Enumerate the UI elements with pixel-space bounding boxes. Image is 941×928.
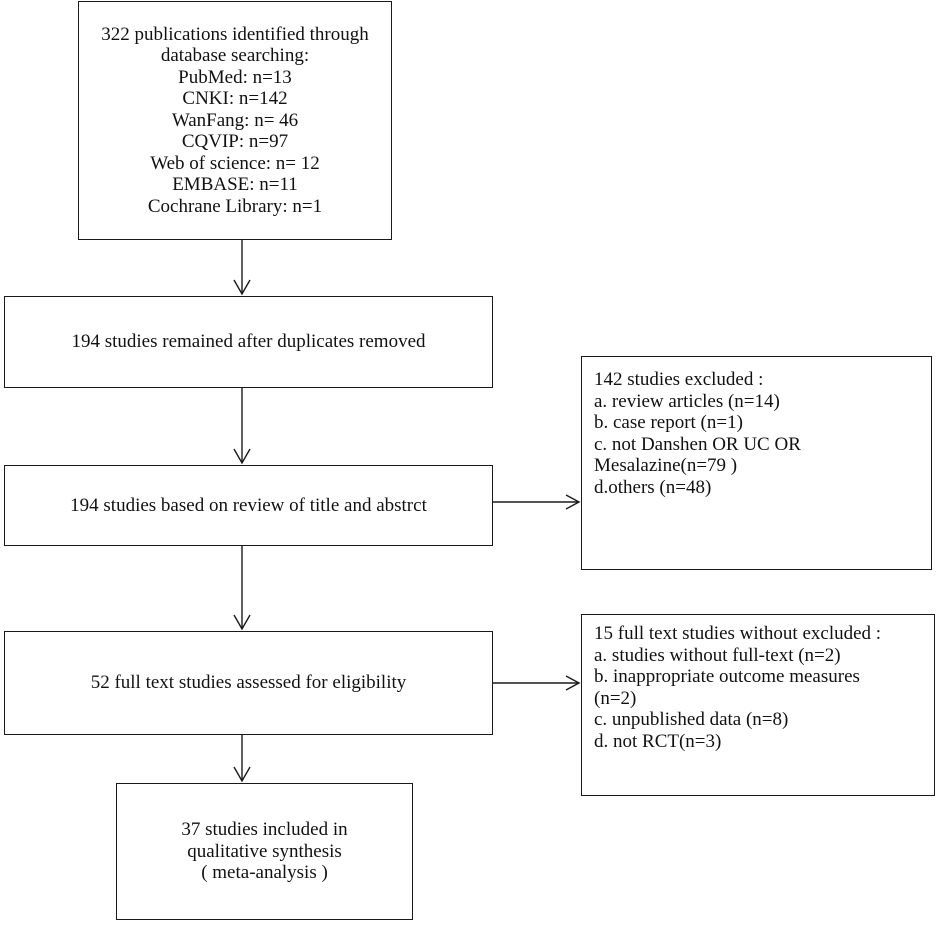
excluded-screening-line: c. not Danshen OR UC OR (594, 433, 801, 455)
eligibility-line: 52 full text studies assessed for eligib… (90, 672, 407, 694)
arrow-down-icon (233, 240, 251, 296)
identification-line: WanFang: n= 46 (171, 109, 299, 131)
excluded-screening-line: a. review articles (n=14) (594, 390, 780, 412)
arrow-down-icon (233, 388, 251, 465)
arrow-right-icon (493, 494, 581, 510)
identification-line: database searching: (160, 45, 310, 67)
excluded-fulltext-line: c. unpublished data (n=8) (594, 709, 789, 730)
excluded-fulltext-line: (n=2) (594, 687, 637, 709)
screening-box: 194 studies based on review of title and… (4, 465, 493, 546)
identification-line: Cochrane Library: n=1 (147, 195, 323, 217)
identification-line: EMBASE: n=11 (172, 174, 298, 196)
identification-line: PubMed: n=13 (178, 66, 292, 88)
included-line: ( meta-analysis ) (201, 862, 328, 884)
duplicates-box: 194 studies remained after duplicates re… (4, 296, 493, 388)
included-line: 37 studies included in (181, 819, 348, 841)
identification-box: 322 publications identified through data… (78, 1, 392, 240)
excluded-fulltext-box: 15 full text studies without excluded : … (581, 614, 935, 796)
duplicates-line: 194 studies remained after duplicates re… (71, 331, 426, 353)
excluded-screening-line: d.others (n=48) (594, 476, 712, 498)
excluded-screening-line: Mesalazine(n=79 ) (594, 455, 738, 476)
screening-line: 194 studies based on review of title and… (70, 494, 427, 516)
eligibility-box: 52 full text studies assessed for eligib… (4, 631, 493, 735)
included-box: 37 studies included in qualitative synth… (116, 783, 413, 920)
excluded-fulltext-line: 15 full text studies without excluded : (594, 623, 882, 644)
identification-line: CQVIP: n=97 (181, 131, 289, 153)
excluded-screening-box: 142 studies excluded : a. review article… (581, 356, 932, 570)
arrow-down-icon (233, 546, 251, 631)
arrow-right-icon (493, 675, 581, 691)
excluded-fulltext-line: b. inappropriate outcome measures (594, 666, 860, 687)
excluded-fulltext-line: d. not RCT(n=3) (594, 730, 722, 752)
excluded-screening-line: b. case report (n=1) (594, 412, 743, 433)
identification-line: 322 publications identified through (101, 23, 369, 45)
excluded-screening-line: 142 studies excluded : (594, 369, 764, 390)
arrow-down-icon (233, 735, 251, 783)
included-line: qualitative synthesis (187, 840, 342, 862)
identification-line: CNKI: n=142 (182, 88, 288, 110)
excluded-fulltext-line: a. studies without full-text (n=2) (594, 644, 841, 666)
identification-line: Web of science: n= 12 (150, 152, 320, 174)
